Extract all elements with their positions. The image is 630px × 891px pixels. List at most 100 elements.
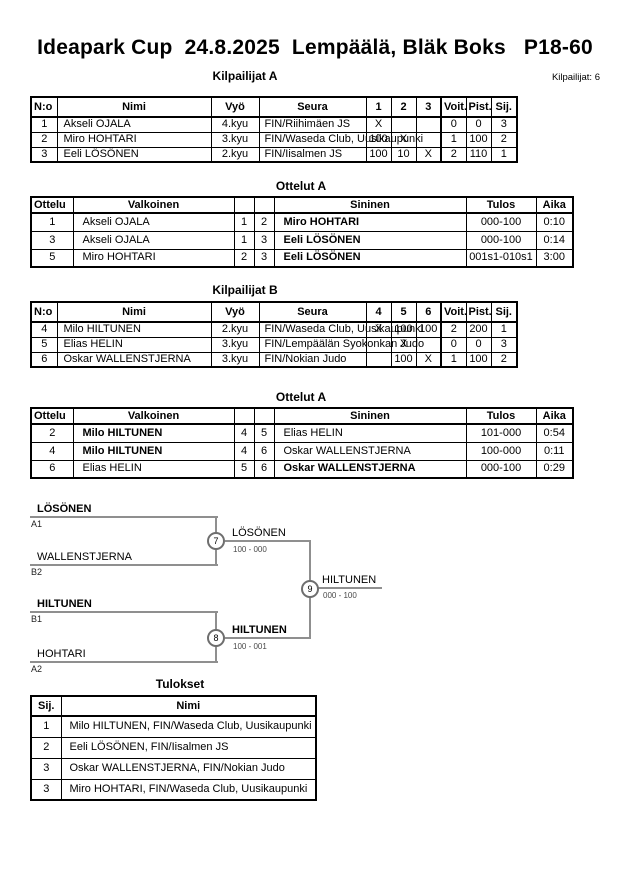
group-b-table: N:o Nimi Vyö Seura 4 5 6 Voit. Pist. Sij… [30,301,518,368]
cell-vyo: 3.kyu [210,131,260,148]
cell-seura: FIN/Waseda Club, Uusikaupunki [258,131,423,148]
matches-b-table: Ottelu Valkoinen Sininen Tulos Aika 2 Mi… [30,407,574,479]
bracket-entry-name: WALLENSTJERNA [37,551,132,563]
table-row: 2 Eeli LÖSÖNEN, FIN/Iisalmen JS [30,736,317,759]
col-sininen: Sininen [273,407,467,425]
matches-a-table: Ottelu Valkoinen Sininen Tulos Aika 1 Ak… [30,196,574,268]
results-header-row: Sij. Nimi [30,695,317,717]
cell-seura: FIN/Iisalmen JS [258,146,367,163]
table-row: 5 Miro HOHTARI 2 3 Eeli LÖSÖNEN 001s1-01… [30,248,574,268]
page-title: Ideapark Cup 24.8.2025 Lempäälä, Bläk Bo… [37,36,593,59]
table-row: 2 Milo HILTUNEN 4 5 Elias HELIN 101-000 … [30,423,574,443]
table-row: 6 Elias HELIN 5 6 Oskar WALLENSTJERNA 00… [30,459,574,479]
table-row: 5 Elias HELIN 3.kyu FIN/Lempäälän Syokon… [30,336,518,353]
col-sij: Sij. [490,96,518,118]
cell-score-1: 100 [365,131,392,148]
cell-white: Akseli OJALA [72,230,235,250]
cell-voit: 1 [440,131,467,148]
section-heading-results: Tulokset [155,677,205,691]
cell-vyo: 3.kyu [210,336,260,353]
col-2: 2 [390,96,417,118]
table-row: 3 Akseli OJALA 1 3 Eeli LÖSÖNEN 000-100 … [30,230,574,250]
col-voit: Voit. [440,96,467,118]
table-row: 4 Milo HILTUNEN 4 6 Oskar WALLENSTJERNA … [30,441,574,461]
cell-score-1: 100 [365,146,392,163]
cell-aika: 0:54 [535,423,574,443]
cell-sij: 3 [30,757,62,780]
col-vyo: Vyö [210,96,260,118]
cell-vyo: 3.kyu [210,351,260,368]
bracket-line [225,540,311,542]
table-row: 6 Oskar WALLENSTJERNA 3.kyu FIN/Nokian J… [30,351,518,368]
bracket-winner-name: LÖSÖNEN [232,527,286,539]
cell-white-no: 4 [233,441,255,461]
cell-tulos: 001s1-010s1 [465,248,537,268]
matches-b-header-row: Ottelu Valkoinen Sininen Tulos Aika [30,407,574,425]
col-ottelu: Ottelu [30,407,74,425]
cell-voit: 0 [440,336,467,353]
col-num-w [233,407,255,425]
cell-sij: 2 [30,736,62,759]
table-row: 4 Milo HILTUNEN 2.kyu FIN/Waseda Club, U… [30,321,518,338]
cell-blue: Miro HOHTARI [273,212,467,232]
cell-nimi: Milo HILTUNEN [56,321,212,338]
cell-vyo: 2.kyu [210,321,260,338]
cell-white: Milo HILTUNEN [72,441,235,461]
cell-white: Akseli OJALA [72,212,235,232]
cell-seura: FIN/Waseda Club, Uusikaupunki [258,321,423,338]
bracket-line [225,637,311,639]
col-4: 4 [365,301,392,323]
match-number-badge: 8 [207,629,225,647]
col-tulos: Tulos [465,196,537,214]
cell-white-no: 2 [233,248,255,268]
section-heading-matches-a: Ottelut A [275,179,327,193]
group-b-header-row: N:o Nimi Vyö Seura 4 5 6 Voit. Pist. Sij… [30,301,518,323]
cell-pist: 100 [465,351,492,368]
bracket-winner-name: HILTUNEN [322,574,377,586]
cell-blue-no: 6 [253,459,275,479]
cell-blue-no: 5 [253,423,275,443]
cell-pist: 110 [465,146,492,163]
cell-score-6: X [415,351,442,368]
col-vyo: Vyö [210,301,260,323]
col-aika: Aika [535,407,574,425]
table-row: 1 Akseli OJALA 4.kyu FIN/Riihimäen JS X … [30,116,518,133]
cell-blue: Oskar WALLENSTJERNA [273,459,467,479]
cell-seura: FIN/Lempäälän Syokonkan Judo [258,336,424,353]
cell-no: 6 [30,351,58,368]
cell-no: 1 [30,116,58,133]
section-heading-matches-b: Ottelut A [275,390,327,404]
cell-nimi: Eeli LÖSÖNEN, FIN/Iisalmen JS [60,736,317,759]
group-a-table: N:o Nimi Vyö Seura 1 2 3 Voit. Pist. Sij… [30,96,518,163]
match-number-badge: 9 [301,580,319,598]
col-sij: Sij. [30,695,62,717]
table-row: 3 Miro HOHTARI, FIN/Waseda Club, Uusikau… [30,778,317,801]
cell-score-3: X [415,146,442,163]
cell-nimi: Elias HELIN [56,336,212,353]
cell-aika: 0:29 [535,459,574,479]
cell-white: Elias HELIN [72,459,235,479]
col-num-b [253,407,275,425]
cell-nimi: Akseli OJALA [56,116,212,133]
col-valkoinen: Valkoinen [72,407,235,425]
cell-match-no: 4 [30,441,74,461]
cell-no: 2 [30,131,58,148]
bracket-line [30,564,218,566]
match-number-badge: 7 [207,532,225,550]
col-no: N:o [30,96,58,118]
cell-voit: 2 [440,146,467,163]
table-row: 2 Miro HOHTARI 3.kyu FIN/Waseda Club, Uu… [30,131,518,148]
cell-aika: 0:14 [535,230,574,250]
cell-match-no: 1 [30,212,74,232]
table-row: 3 Eeli LÖSÖNEN 2.kyu FIN/Iisalmen JS 100… [30,146,518,163]
cell-aika: 0:10 [535,212,574,232]
cell-sij: 3 [490,336,518,353]
cell-no: 3 [30,146,58,163]
cell-white-no: 4 [233,423,255,443]
cell-sij: 2 [490,351,518,368]
bracket-entry-name: HILTUNEN [37,598,92,610]
cell-score-1: X [365,116,392,133]
cell-nimi: Eeli LÖSÖNEN [56,146,212,163]
col-nimi: Nimi [56,301,212,323]
